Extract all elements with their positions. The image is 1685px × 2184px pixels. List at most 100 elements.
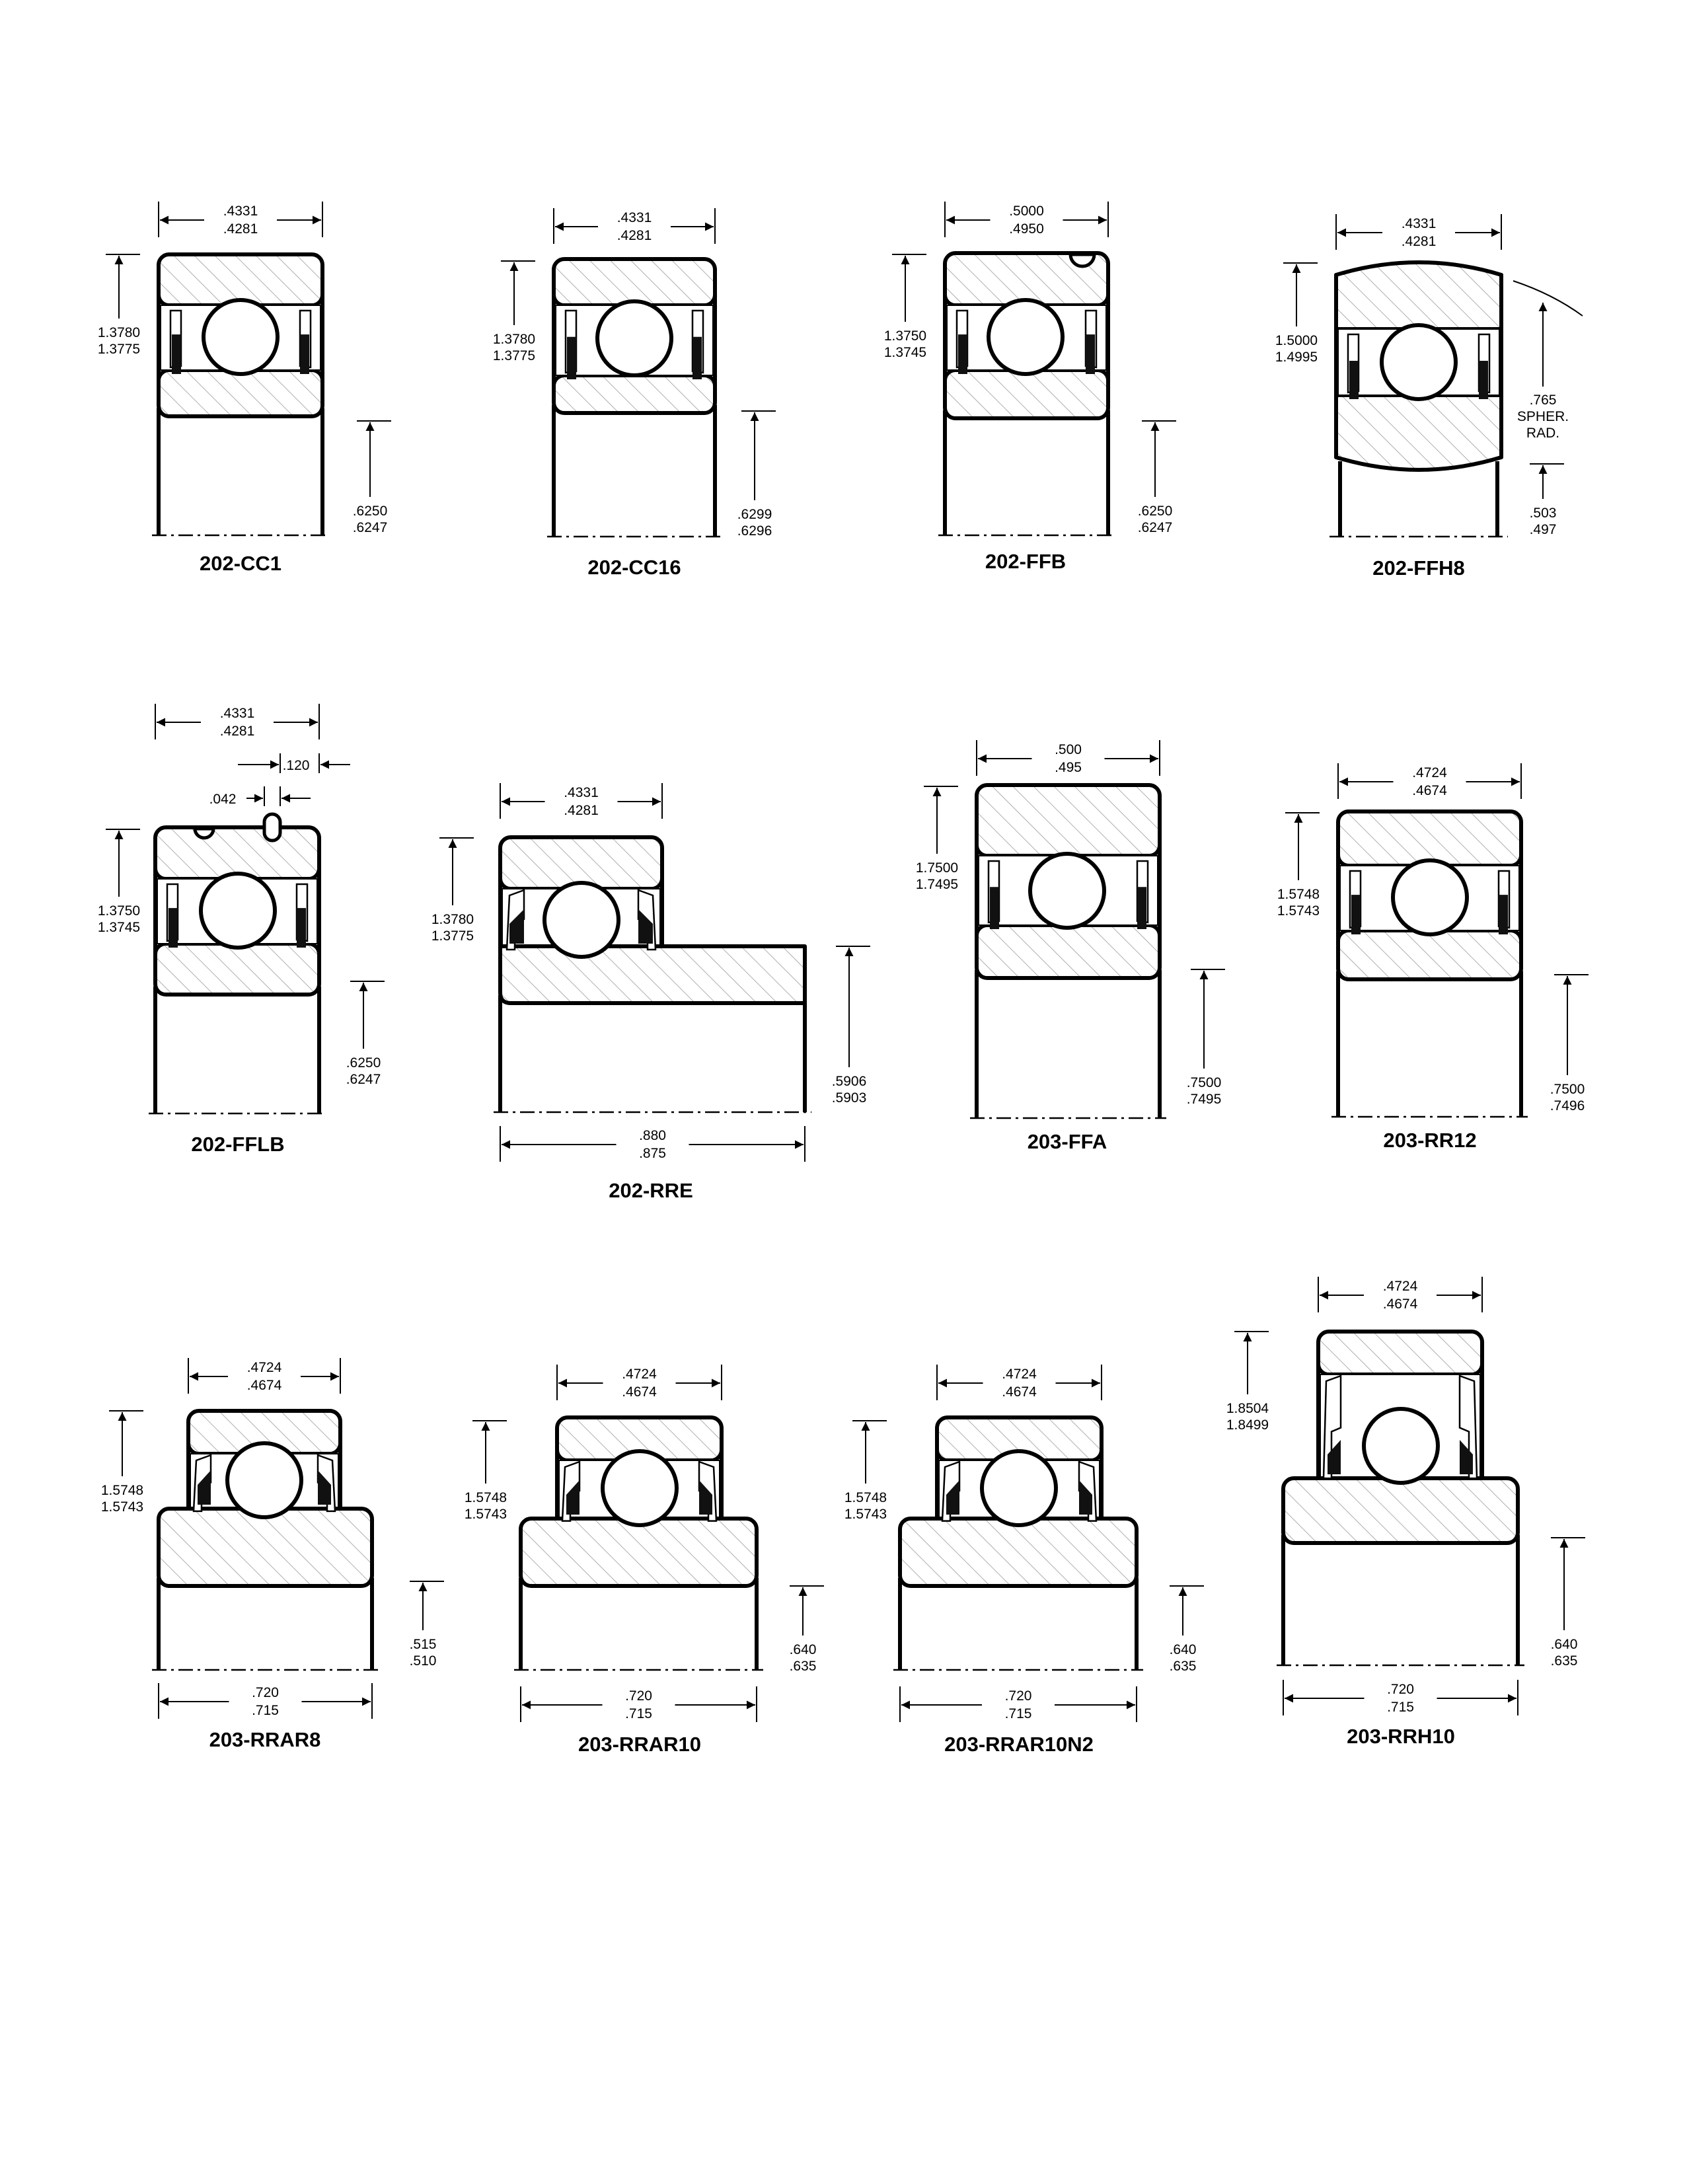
outer-race (975, 783, 1162, 858)
bearing-202-ffh8: .4331.42811.50001.4995.765SPHER.RAD..503… (1275, 214, 1583, 580)
ball (1380, 323, 1458, 401)
part-label: 203-RRAR10 (578, 1733, 701, 1756)
width-max: .4724 (622, 1367, 657, 1382)
od-min: 1.3745 (884, 345, 926, 360)
width-max: .500 (1055, 742, 1082, 757)
od-min: 1.7495 (916, 877, 958, 892)
od-max: 1.3780 (431, 912, 474, 927)
outer-race (1316, 1330, 1484, 1376)
width-max: .4331 (1402, 216, 1437, 231)
right-seal (1499, 895, 1508, 934)
bore-max: .6250 (346, 1055, 381, 1071)
inner_width-max: .880 (639, 1128, 666, 1143)
inner_width-max: .720 (1005, 1688, 1032, 1704)
side-outline (1334, 275, 1503, 457)
width-min: .4674 (622, 1384, 657, 1400)
inner_width-min: .715 (252, 1703, 279, 1718)
side-outline (1316, 1342, 1484, 1478)
side-outline (552, 270, 717, 402)
outer-race (552, 257, 717, 307)
inner-race (898, 1517, 1139, 1588)
bore-max: .7500 (1550, 1082, 1585, 1097)
bore-min: .7496 (1550, 1098, 1585, 1113)
width-max: .4331 (223, 204, 258, 219)
ball (987, 298, 1065, 376)
od-min: 1.5743 (101, 1499, 143, 1515)
side-outline (1336, 822, 1523, 969)
inner_width-min: .715 (625, 1706, 652, 1721)
od-max: 1.3780 (493, 332, 535, 347)
inner_width-min: .875 (639, 1146, 666, 1161)
bearing-203-rrar10n2: .4724.46741.57481.5743.640.635.720.71520… (844, 1365, 1204, 1756)
inner-race (153, 942, 321, 997)
bore-min: .7495 (1187, 1092, 1222, 1107)
width-min: .4674 (1002, 1384, 1037, 1400)
outer-race (157, 252, 324, 307)
inner_width-min: .715 (1387, 1700, 1414, 1715)
bore-max: .640 (1551, 1637, 1578, 1652)
od-min: 1.3775 (493, 348, 535, 363)
bore-max: .7500 (1187, 1075, 1222, 1090)
od-max: 1.5748 (101, 1483, 143, 1498)
left-seal (990, 887, 999, 929)
part-label: 203-RRAR10N2 (944, 1733, 1094, 1756)
width-max: .4724 (1383, 1279, 1418, 1294)
side-outline (186, 1421, 342, 1509)
right-seal (638, 909, 653, 944)
inner-race (157, 1507, 374, 1588)
od-max: 1.5748 (465, 1490, 507, 1505)
bearing-202-rre: .4331.42811.37801.3775.5906.5903.880.875… (431, 783, 870, 1202)
inner-race (498, 944, 807, 1005)
left-seal (172, 334, 181, 374)
part-label: 202-RRE (609, 1179, 693, 1202)
sphere-radius-label: SPHER. (1517, 409, 1569, 424)
part-label: 202-FFLB (191, 1133, 284, 1156)
sphere-radius-unit: RAD. (1526, 426, 1559, 441)
width-max: .5000 (1009, 204, 1044, 219)
width-min: .4674 (1383, 1297, 1418, 1312)
left-seal (1328, 1440, 1341, 1474)
width-max: .4331 (220, 706, 255, 721)
part-label: 203-RR12 (1383, 1129, 1476, 1152)
side-outline (555, 1428, 724, 1519)
snap-ring-groove (1068, 252, 1096, 268)
part-label: 203-RRH10 (1347, 1725, 1455, 1748)
od-max: 1.8504 (1226, 1401, 1269, 1416)
sphere-radius-value: .765 (1530, 393, 1557, 408)
width-min: .4281 (220, 724, 255, 739)
part-label: 203-FFA (1028, 1130, 1107, 1153)
right-seal (297, 908, 306, 948)
bore-max: .6299 (737, 507, 772, 522)
bore-min: .6296 (737, 523, 772, 539)
inner_width-min: .715 (1005, 1706, 1032, 1721)
bore-max: .6250 (1138, 504, 1173, 519)
right-seal (699, 1480, 712, 1515)
bore-min: .5903 (832, 1090, 867, 1106)
inner-race (1281, 1476, 1520, 1545)
part-label: 202-CC16 (587, 556, 681, 579)
od-min: 1.4995 (1275, 350, 1318, 365)
bore-min: .635 (790, 1659, 817, 1674)
bore-min: .6247 (353, 520, 388, 535)
od-max: 1.3750 (98, 903, 140, 919)
left-seal (566, 1480, 580, 1515)
bearing-203-rrar8: .4724.46741.57481.5743.515.510.720.71520… (101, 1358, 444, 1751)
width-min: .4950 (1009, 221, 1044, 237)
ball (199, 872, 277, 950)
side-outline (498, 848, 664, 946)
inner-race (1336, 928, 1523, 981)
od-min: 1.5743 (844, 1507, 887, 1522)
ball (601, 1449, 679, 1527)
right-seal (300, 334, 309, 374)
inner_width-max: .720 (625, 1688, 652, 1704)
left-seal (567, 336, 576, 379)
width-max: .4724 (1002, 1367, 1037, 1382)
right-seal-lip (1458, 1374, 1478, 1480)
width-max: .4724 (247, 1360, 282, 1375)
ball (543, 881, 620, 959)
